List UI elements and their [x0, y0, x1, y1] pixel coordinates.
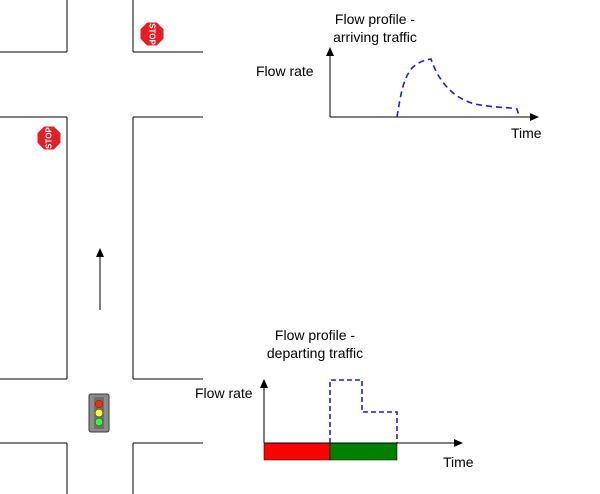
departing-chart-title-line2: departing traffic	[267, 345, 363, 361]
arriving-chart-xlabel: Time	[511, 125, 542, 141]
arriving-chart-title-line1: Flow profile -	[335, 11, 415, 27]
departing-chart-ylabel: Flow rate	[195, 385, 253, 401]
road-network	[0, 0, 203, 494]
arriving-chart-ylabel: Flow rate	[256, 63, 314, 79]
signal-yellow-light	[94, 408, 104, 418]
departing-chart-title-line1: Flow profile -	[275, 327, 355, 343]
arriving-flow-chart: Flow profile - arriving traffic Flow rat…	[256, 11, 542, 141]
departing-flow-chart: Flow profile - departing traffic Flow ra…	[195, 327, 474, 470]
stop-sign-octagon	[36, 125, 62, 151]
stop-sign-label: STOP	[148, 23, 157, 45]
stop-sign-label: STOP	[45, 127, 54, 149]
arriving-flow-curve	[396, 58, 520, 118]
stop-sign-octagon	[139, 21, 165, 47]
signal-green-light	[94, 417, 104, 427]
departing-flow-profile	[329, 379, 398, 443]
stop-sign-left: STOP	[36, 125, 62, 151]
departing-chart-xlabel: Time	[443, 454, 474, 470]
green-phase-bar	[329, 442, 398, 461]
traffic-signal	[88, 393, 110, 433]
arriving-chart-title-line2: arriving traffic	[333, 29, 417, 45]
red-phase-bar	[263, 442, 331, 461]
stop-sign-top: STOP	[139, 21, 165, 47]
signal-red-light	[94, 399, 104, 409]
